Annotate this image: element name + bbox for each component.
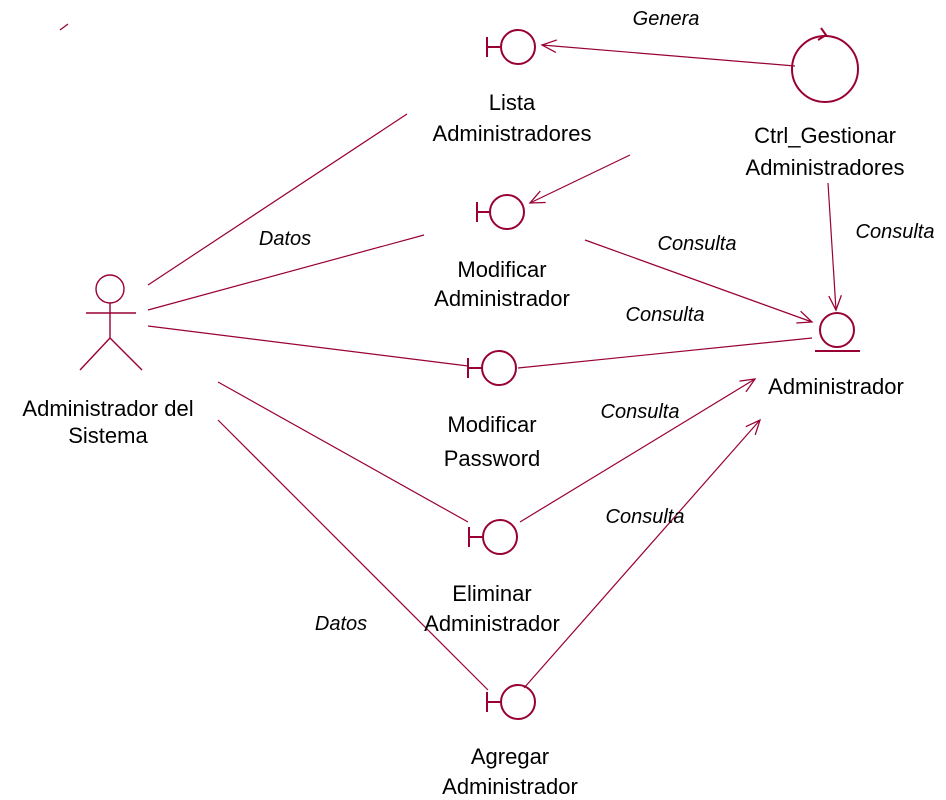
actor-label-line1: Administrador del [22, 396, 193, 421]
arrow-eliminar-entity[interactable] [519, 378, 757, 523]
boundary-icon-password[interactable] [467, 350, 517, 386]
control-label-line1: Ctrl_Gestionar [754, 123, 896, 148]
edge-label-genera: Genera [633, 8, 700, 30]
edge-label-datos-top: Datos [259, 228, 311, 250]
edge-label-consulta-password: Consulta [626, 304, 705, 326]
assoc-actor-eliminar[interactable] [217, 381, 469, 523]
arrow-modificar-entity[interactable] [584, 239, 814, 324]
arrow-ctrl-modificar[interactable] [528, 154, 631, 204]
arrow-agregar-entity[interactable] [523, 418, 762, 689]
boundary-icon-agregar[interactable] [486, 684, 536, 720]
entity-icon[interactable] [815, 312, 860, 352]
edge-label-consulta-eliminar: Consulta [601, 401, 680, 423]
boundary-agregar-line1: Agregar [471, 744, 549, 769]
boundary-eliminar-line1: Eliminar [452, 581, 531, 606]
boundary-password-line2: Password [444, 446, 541, 471]
assoc-actor-agregar[interactable] [217, 419, 489, 691]
edge-label-datos-bottom: Datos [315, 613, 367, 635]
arrow-ctrl-entity[interactable] [827, 182, 842, 312]
assoc-actor-modificar[interactable] [147, 234, 425, 311]
assoc-actor-lista[interactable] [147, 113, 408, 286]
arrow-ctrl-lista[interactable] [540, 39, 796, 67]
edge-label-consulta-agregar: Consulta [606, 506, 685, 528]
control-icon[interactable] [791, 27, 859, 103]
boundary-lista-line2: Administradores [433, 121, 592, 146]
control-label-line2: Administradores [746, 155, 905, 180]
boundary-agregar-line2: Administrador [442, 774, 578, 799]
assoc-actor-password[interactable] [147, 325, 469, 367]
boundary-eliminar-line2: Administrador [424, 611, 560, 636]
boundary-modificar-line2: Administrador [434, 286, 570, 311]
edge-label-consulta-ctrl: Consulta [856, 221, 935, 243]
entity-label: Administrador [768, 374, 904, 399]
boundary-password-line1: Modificar [447, 412, 536, 437]
stray-mark [59, 23, 69, 31]
boundary-icon-eliminar[interactable] [468, 519, 518, 555]
boundary-icon-modificar[interactable] [476, 194, 525, 230]
boundary-lista-line1: Lista [489, 90, 536, 115]
boundary-modificar-line1: Modificar [457, 257, 546, 282]
edge-label-consulta-modificar: Consulta [658, 233, 737, 255]
assoc-password-entity[interactable] [517, 337, 813, 369]
actor-label-line2: Sistema [68, 423, 148, 448]
boundary-icon-lista[interactable] [486, 29, 536, 65]
actor-stick-figure-icon[interactable] [79, 274, 143, 371]
